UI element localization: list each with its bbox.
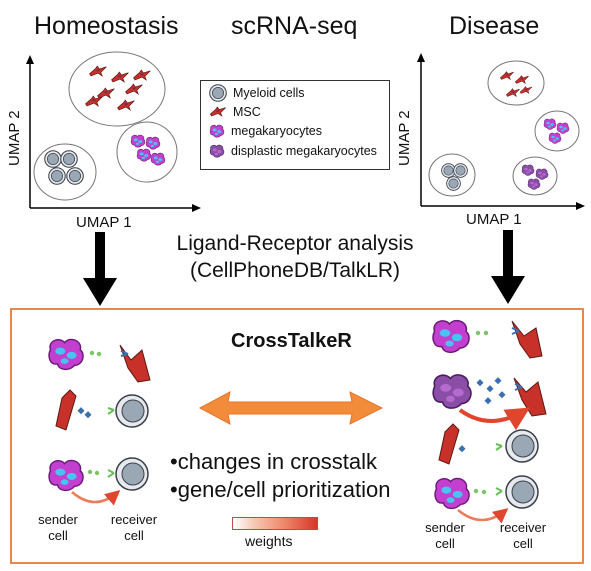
homeostasis-title: Homeostasis <box>34 12 179 40</box>
right-interaction-mk-to-msc <box>432 319 543 359</box>
legend-item-megakaryocytes: megakaryocytes <box>209 124 322 138</box>
left-interaction-mk-to-myeloid <box>48 457 149 506</box>
disease-title: Disease <box>449 12 540 40</box>
crosstalker-name: CrossTalkeR <box>231 330 352 352</box>
comparison-double-arrow <box>198 391 384 425</box>
legend-label: MSC <box>233 105 261 119</box>
right-sender-cell-label: sender cell <box>425 520 465 551</box>
weights-label: weights <box>245 533 293 549</box>
right-interaction-dmk-to-msc <box>432 374 547 431</box>
cell-type-legend: Myeloid cells MSC megakaryocytes displas… <box>200 80 390 170</box>
crosstalker-panel <box>10 308 584 564</box>
analysis-line-1: Ligand-Receptor analysis <box>176 232 414 255</box>
scrna-seq-title: scRNA-seq <box>231 12 358 40</box>
legend-item-msc: MSC <box>209 105 261 119</box>
left-receiver-cell-label: receiver cell <box>110 512 158 543</box>
analysis-line-2: (CellPhoneDB/TalkLR) <box>189 259 401 282</box>
legend-label: displastic megakaryocytes <box>231 144 377 158</box>
left-interaction-msc-to-myeloid <box>55 389 149 431</box>
right-down-arrow <box>491 230 525 304</box>
right-interaction-msc-to-myeloid <box>438 423 539 465</box>
bullet-changes-in-crosstalk: •changes in crosstalk <box>170 449 378 474</box>
legend-label: megakaryocytes <box>231 124 323 138</box>
right-interaction-mk-to-myeloid <box>434 475 539 524</box>
disease-x-axis-label: UMAP 1 <box>466 211 522 228</box>
left-sender-cell-label: sender cell <box>38 512 78 543</box>
legend-item-myeloid: Myeloid cells <box>209 84 305 102</box>
homeostasis-x-axis-label: UMAP 1 <box>76 214 132 231</box>
legend-item-displastic-megakaryocytes: displastic megakaryocytes <box>209 144 377 158</box>
analysis-title: Ligand-Receptor analysis (CellPhoneDB/Ta… <box>150 230 440 284</box>
left-down-arrow <box>83 232 117 306</box>
right-receiver-cell-label: receiver cell <box>499 520 547 551</box>
left-interaction-mk-to-msc <box>48 338 151 383</box>
legend-label: Myeloid cells <box>233 86 305 100</box>
bullet-gene-cell-prioritization: •gene/cell prioritization <box>170 477 391 502</box>
weights-color-scale <box>232 517 318 530</box>
